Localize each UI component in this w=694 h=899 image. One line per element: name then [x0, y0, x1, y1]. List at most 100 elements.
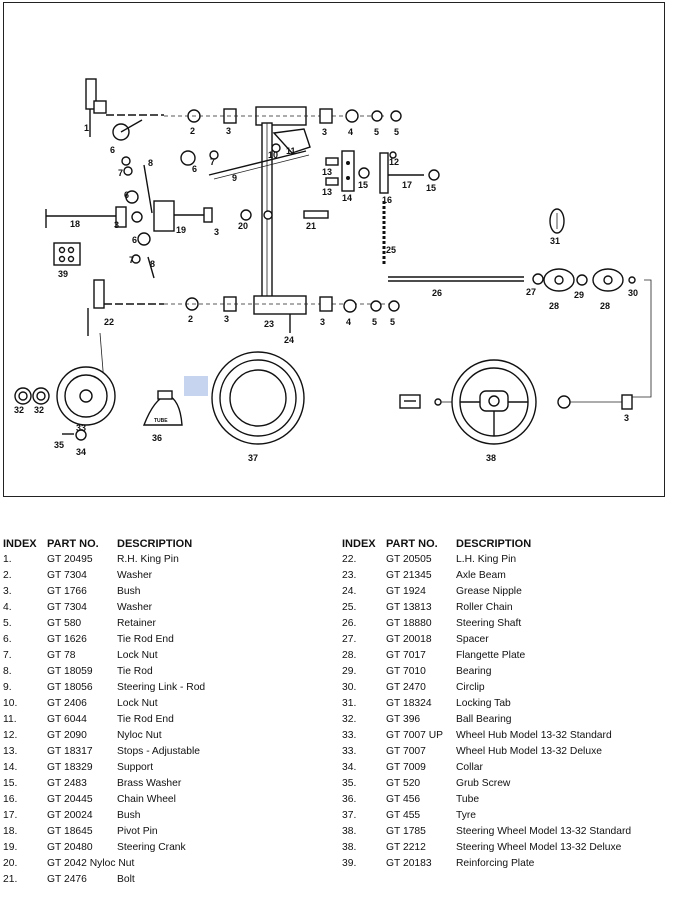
parts-row: 20.GT 2042 Nyloc Nut — [3, 856, 333, 872]
row-description: Collar — [456, 762, 483, 773]
row-index: 37. — [342, 810, 357, 821]
row-index: 36. — [342, 794, 357, 805]
row-description: Reinforcing Plate — [456, 858, 535, 869]
tie-rod-end-11 — [272, 128, 311, 154]
row-index: 9. — [3, 682, 12, 693]
header-description: DESCRIPTION — [117, 538, 193, 550]
rh-king-pin — [85, 78, 164, 137]
row-part-no: GT 2470 — [386, 682, 426, 693]
callout-25: 25 — [386, 245, 396, 255]
row-index: 30. — [342, 682, 357, 693]
row-description: Tube — [456, 794, 480, 805]
row-description: Steering Link - Rod — [117, 682, 206, 693]
parts-header: INDEX PART NO. DESCRIPTION — [3, 536, 333, 552]
flangette-28b — [592, 268, 624, 292]
tube-36 — [142, 390, 183, 426]
callout-6: 6 — [132, 235, 137, 245]
row-index: 20. — [3, 858, 18, 869]
callout-9: 9 — [232, 173, 237, 183]
row-index: 6. — [3, 634, 12, 645]
row-part-no: GT 520 — [386, 778, 421, 789]
row-description: Tyre — [456, 810, 477, 821]
support-14 — [341, 150, 355, 192]
row-index: 21. — [3, 874, 18, 885]
row-index: 27. — [342, 634, 357, 645]
diagram-svg: 1 2 3 3 4 5 5 6 7 8 6 7 9 10 11 12 13 13… — [14, 78, 652, 463]
callout-30: 30 — [628, 288, 638, 298]
callout-39: 39 — [58, 269, 68, 279]
reinforcing-plate — [53, 242, 81, 266]
row-index: 22. — [342, 554, 357, 565]
axle-beam-bottom — [253, 295, 307, 315]
callout-38: 38 — [486, 453, 496, 463]
callout-24: 24 — [284, 335, 294, 345]
callout-3: 3 — [624, 413, 629, 423]
callout-15: 15 — [358, 180, 368, 190]
row-description: Pivot Pin — [117, 826, 158, 837]
callout-21: 21 — [306, 221, 316, 231]
callout-2: 2 — [190, 126, 195, 136]
callout-6: 6 — [192, 164, 197, 174]
collar-34 — [75, 429, 87, 441]
row-index: 18. — [3, 826, 18, 837]
callout-27: 27 — [526, 287, 536, 297]
row-description: Flangette Plate — [456, 650, 526, 661]
row-part-no: GT 18645 — [47, 826, 93, 837]
washer-4 — [345, 109, 359, 123]
callout-6: 6 — [110, 145, 115, 155]
tie-rod-8 — [143, 164, 153, 214]
row-description: Washer — [117, 602, 153, 613]
tube-print: TUBE — [154, 418, 168, 424]
row-description: Tie Rod End — [117, 714, 174, 725]
nyloc-nut-20 — [240, 209, 252, 221]
row-description: Ball Bearing — [456, 714, 512, 725]
row-index: 29. — [342, 666, 357, 677]
row-description: Nyloc Nut — [117, 730, 162, 741]
row-index: 14. — [3, 762, 18, 773]
row-part-no: GT 456 — [386, 794, 421, 805]
bearing-29 — [576, 274, 588, 286]
row-index: 32. — [342, 714, 357, 725]
row-part-no: GT 2090 — [47, 730, 87, 741]
bush-3b — [319, 108, 333, 124]
callout-6: 6 — [124, 190, 129, 200]
row-part-no: GT 18880 — [386, 618, 432, 629]
row-part-no: GT 7010 — [386, 666, 426, 677]
callout-35: 35 — [54, 440, 64, 450]
row-index: 13. — [3, 746, 18, 757]
callout-1: 1 — [84, 123, 89, 133]
row-index: 23. — [342, 570, 357, 581]
callout-36: 36 — [152, 433, 162, 443]
row-description: Bearing — [456, 666, 492, 677]
row-index: 34. — [342, 762, 357, 773]
callout-34: 34 — [76, 447, 86, 457]
callout-3: 3 — [320, 317, 325, 327]
bolt-21 — [303, 210, 329, 219]
ball-bearing-32a — [14, 387, 32, 405]
row-description: Grease Nipple — [456, 586, 522, 597]
callout-23: 23 — [264, 319, 274, 329]
row-index: 19. — [3, 842, 18, 853]
lock-nut-7 — [121, 156, 131, 166]
callout-13: 13 — [322, 167, 332, 177]
row-index: 28. — [342, 650, 357, 661]
header-part-no: PART NO. — [47, 538, 99, 550]
highlight-marker — [184, 376, 208, 396]
row-description: Roller Chain — [456, 602, 513, 613]
parts-header: INDEX PART NO. DESCRIPTION — [342, 536, 687, 552]
header-index: INDEX — [3, 538, 37, 550]
row-index: 26. — [342, 618, 357, 629]
callout-33: 33 — [76, 423, 86, 433]
row-description: Circlip — [456, 682, 485, 693]
retainer-5b — [390, 110, 402, 122]
row-part-no: GT 20505 — [386, 554, 432, 565]
parts-row: 36. GT 456 Tube — [342, 792, 687, 808]
callout-3: 3 — [226, 126, 231, 136]
